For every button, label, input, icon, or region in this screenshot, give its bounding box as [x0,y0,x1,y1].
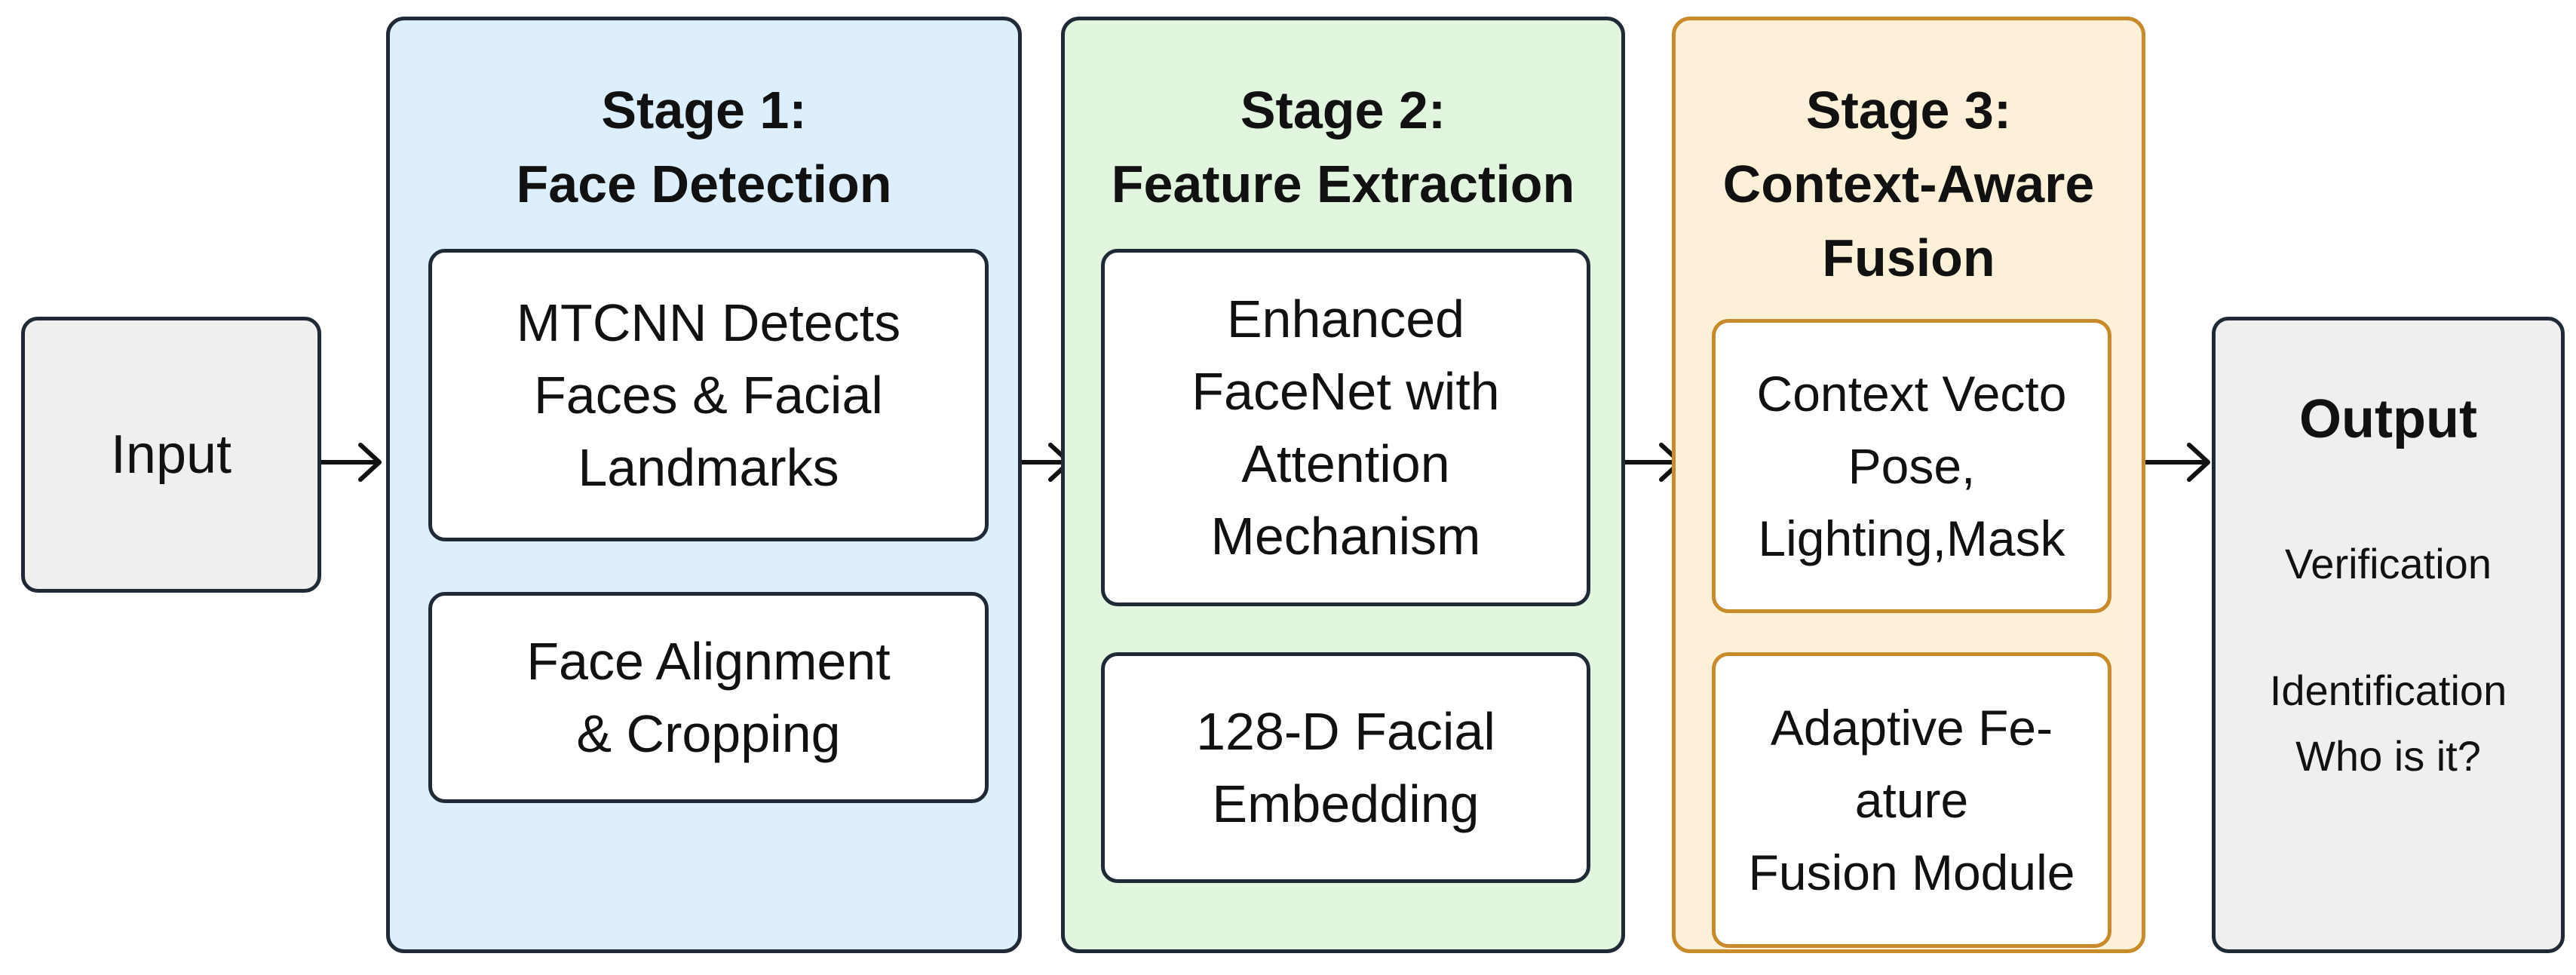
arrow-input-to-stage1 [318,443,382,482]
stage2-facenet-box: Enhanced FaceNet with Attention Mechanis… [1101,249,1590,606]
output-verification: Verification [2285,540,2492,587]
stage3-fusion-box: Adaptive Fe- ature Fusion Module [1712,652,2111,948]
input-node: Input [21,317,321,593]
stage3-panel: Stage 3: Context-Aware Fusion Context Ve… [1672,17,2145,953]
stage3-title: Stage 3: Context-Aware Fusion [1722,81,2095,287]
stage1-title: Stage 1:Face Detection [516,81,892,213]
stage1-alignment-box: Face Alignment & Cropping [428,592,989,803]
input-label: Input [110,425,232,485]
stage1-panel: Stage 1:Face Detection MTCNN Detects Fac… [386,17,1022,953]
stage3-context-box: Context Vecto Pose, Lighting,Mask [1712,319,2111,613]
stage2-title: Stage 2:Feature Extraction [1111,81,1575,213]
output-who-is-it: Who is it? [2295,732,2481,780]
stage1-detection-box: MTCNN Detects Faces & Facial Landmarks [428,249,989,541]
output-node: Output Verification Identification Who i… [2212,317,2565,953]
output-label: Output [2299,389,2477,449]
stage2-embedding-box: 128-D Facial Embedding [1101,652,1590,883]
output-identification: Identification [2269,667,2507,714]
stage2-panel: Stage 2:Feature Extraction Enhanced Face… [1061,17,1625,953]
